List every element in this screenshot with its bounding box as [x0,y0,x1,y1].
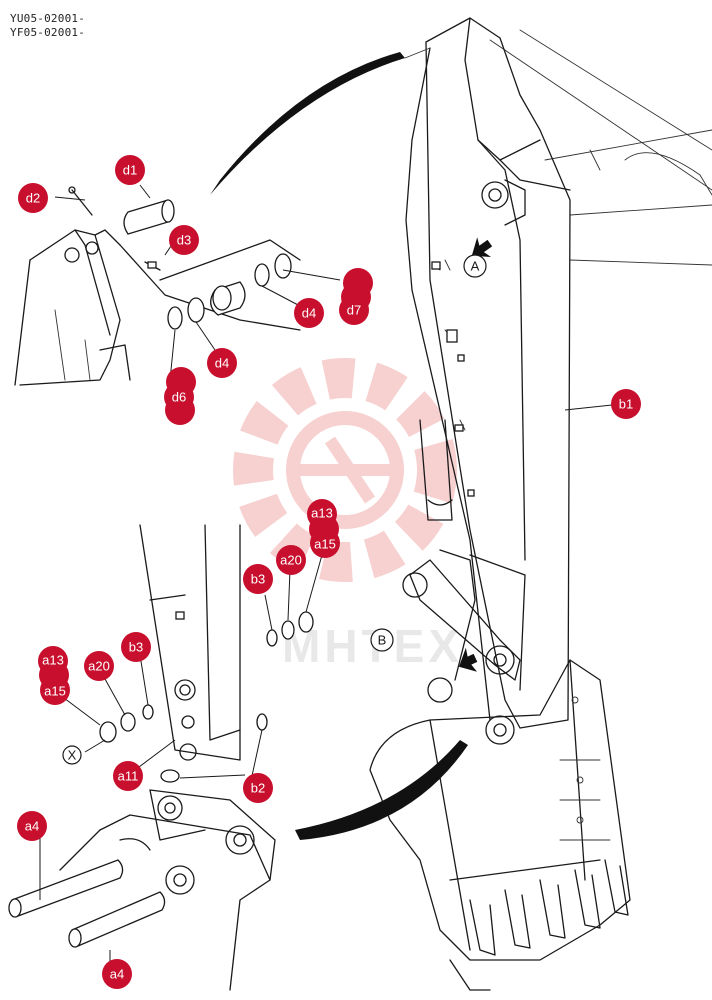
label-a13-a15-left: a13 a15 [38,646,70,705]
ref-b: B [370,628,394,652]
svg-text:b2: b2 [251,781,265,796]
label-a4-bottom: a4 [102,959,132,989]
ref-a: A [463,254,487,278]
label-b3-left: b3 [121,632,151,662]
svg-text:d6: d6 [172,390,186,405]
svg-text:a11: a11 [118,769,139,784]
svg-text:a13: a13 [42,653,64,668]
label-a20-left: a20 [84,651,114,681]
svg-text:B: B [378,633,387,648]
arrow-a-icon [471,237,493,257]
label-d1: d1 [115,155,145,185]
svg-text:b3: b3 [251,572,265,587]
label-a20-right: a20 [276,545,306,575]
inset-upper-parts [14,184,341,386]
callout-arc-upper [210,52,405,195]
svg-text:a15: a15 [44,684,66,699]
arm-main [402,17,571,745]
svg-text:b1: b1 [619,397,633,412]
svg-text:d3: d3 [177,233,191,248]
label-d7-stack: d7 [339,268,373,325]
svg-text:a4: a4 [25,819,39,834]
callout-arc-lower [295,740,468,840]
svg-text:d4: d4 [215,356,229,371]
serial-number-2: YF05-02001- [10,26,86,39]
svg-text:d4: d4 [302,306,316,321]
svg-text:a20: a20 [280,553,302,568]
label-d3: d3 [169,225,199,255]
leader-b1 [564,404,613,411]
label-d2: d2 [18,183,48,213]
svg-text:a13: a13 [311,506,333,521]
label-d4-left: d4 [207,348,237,378]
label-d6-stack: d6 [164,367,196,425]
label-a11: a11 [113,761,143,791]
svg-text:A: A [471,259,480,274]
label-a13-a15-right: a13 a15 [307,499,340,558]
arm-background-outline [489,29,712,266]
label-a4-top: a4 [17,811,47,841]
inset-lower-parts [8,789,276,991]
label-b2: b2 [243,773,273,803]
serial-number-1: YU05-02001- [10,12,86,25]
label-b1: b1 [611,389,641,419]
arrow-b-icon [458,647,478,672]
svg-text:a4: a4 [110,967,124,982]
svg-text:a15: a15 [314,537,336,552]
label-d4-right: d4 [294,298,324,328]
svg-text:d1: d1 [123,163,137,178]
inset-middle-parts [59,524,323,786]
svg-text:d7: d7 [347,303,361,318]
svg-text:b3: b3 [129,640,143,655]
watermark-gear-icon: MHTEX [233,358,459,672]
svg-text:a20: a20 [88,659,110,674]
bucket [369,659,631,991]
ref-x: X [62,745,82,765]
svg-text:X: X [68,748,77,763]
svg-text:d2: d2 [26,191,40,206]
label-b3-right: b3 [243,564,273,594]
